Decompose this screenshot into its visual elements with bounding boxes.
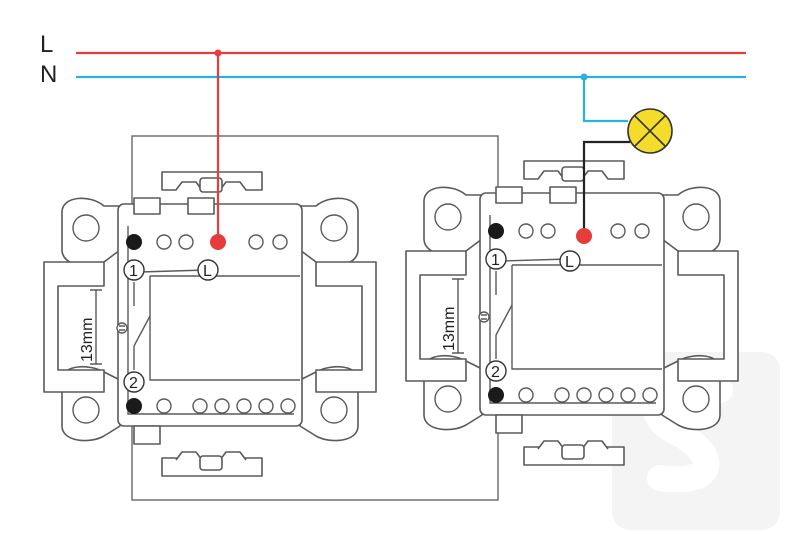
switch-2-spacing-label: 13mm: [441, 307, 458, 351]
svg-text:L: L: [565, 254, 574, 271]
neutral-label: N: [40, 61, 57, 88]
switch-1-spacing-label: 13mm: [79, 318, 96, 362]
load-wire: [582, 140, 630, 231]
svg-text:2: 2: [129, 375, 138, 392]
svg-text:L: L: [203, 263, 212, 280]
switch-1-phase-terminal: [210, 234, 226, 250]
neutral-junction: [580, 73, 588, 81]
lamp-icon: [627, 108, 673, 154]
neutral-drop-wire: [582, 77, 628, 123]
switch-2-terminal-2: 2: [485, 360, 507, 382]
phase-label: L: [40, 31, 53, 58]
switch-1-terminal-L: L: [197, 259, 219, 281]
switch-2-terminal-1: 1: [485, 248, 507, 270]
switch-2-load-terminal: [576, 228, 592, 244]
switch-1-terminal-2: 2: [123, 371, 145, 393]
switch-2-terminal-L: L: [559, 250, 581, 272]
svg-text:1: 1: [129, 263, 138, 280]
switch-1-terminal-1: 1: [123, 259, 145, 281]
svg-text:1: 1: [491, 252, 500, 269]
svg-text:2: 2: [491, 364, 500, 381]
phase-junction: [214, 49, 222, 57]
